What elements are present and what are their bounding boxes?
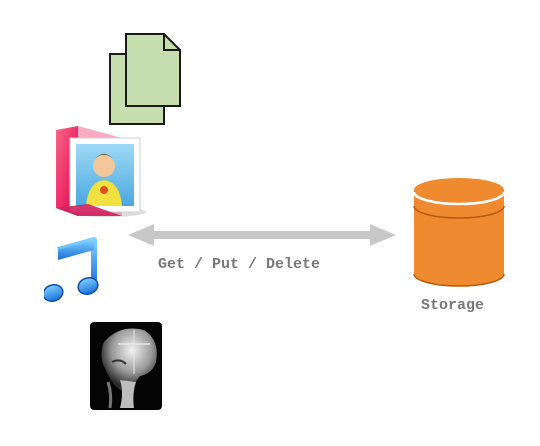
storage-bucket-icon bbox=[412, 176, 506, 288]
xray-image-icon bbox=[90, 322, 162, 410]
music-note-icon bbox=[44, 236, 100, 304]
bidirectional-arrow bbox=[128, 222, 396, 248]
photo-folder-icon bbox=[52, 124, 148, 218]
documents-icon bbox=[108, 32, 184, 126]
storage-label: Storage bbox=[421, 297, 485, 314]
arrow-label: Get / Put / Delete bbox=[158, 256, 321, 273]
